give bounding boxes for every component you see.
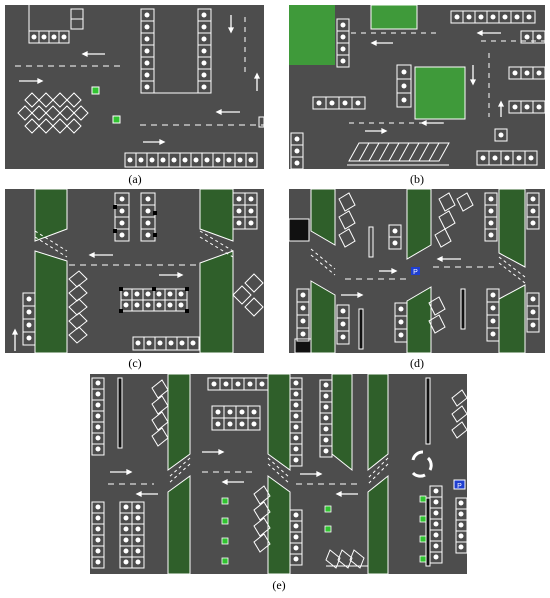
median-bar bbox=[368, 226, 374, 258]
parking-row bbox=[124, 152, 258, 168]
roundabout-icon bbox=[411, 450, 433, 478]
panel-a-map bbox=[15, 5, 264, 168]
median-bar bbox=[358, 308, 364, 350]
angled-parking-column bbox=[338, 192, 474, 334]
caption-a: (a) bbox=[128, 172, 142, 186]
grass-strip bbox=[367, 474, 389, 574]
crosswalk-stripes bbox=[310, 248, 526, 284]
grass-strip bbox=[331, 374, 353, 472]
grass-strip bbox=[498, 189, 526, 268]
grass-strip bbox=[310, 280, 336, 353]
median-bar bbox=[117, 377, 123, 449]
grass-strip bbox=[267, 374, 291, 471]
parking-column bbox=[22, 292, 36, 346]
parking-sign-label: P bbox=[413, 269, 418, 276]
diamond-parking-cluster bbox=[17, 92, 89, 134]
panel-c-map bbox=[11, 189, 264, 353]
parking-row bbox=[312, 96, 366, 110]
median-bar bbox=[425, 497, 431, 567]
panel-e: P bbox=[90, 374, 467, 574]
lawn-area bbox=[414, 66, 466, 120]
caption-d: (d) bbox=[410, 356, 424, 370]
parking-row bbox=[520, 30, 545, 44]
parking-row bbox=[28, 30, 70, 44]
crosswalk-stripes bbox=[167, 457, 389, 485]
parking-row bbox=[207, 377, 269, 431]
parking-sign-label: P bbox=[457, 483, 462, 490]
grass-strip bbox=[167, 475, 191, 574]
panel-e-map: P bbox=[91, 374, 467, 574]
panel-d: P bbox=[289, 189, 545, 353]
angled-parking-column bbox=[68, 270, 264, 344]
parking-column bbox=[296, 192, 540, 345]
grass-strip bbox=[267, 475, 291, 574]
caption-e: (e) bbox=[272, 578, 286, 592]
caption-b: (b) bbox=[410, 172, 424, 186]
lawn-area bbox=[289, 5, 335, 65]
crosswalk-stripes bbox=[34, 230, 234, 258]
parking-sign-icon bbox=[453, 479, 466, 490]
parking-column bbox=[91, 377, 467, 569]
panel-a bbox=[5, 5, 264, 169]
panel-c bbox=[5, 189, 264, 353]
grass-strip bbox=[498, 284, 526, 353]
parking-sign-icon bbox=[411, 267, 420, 275]
parking-row bbox=[508, 66, 545, 114]
building-block bbox=[294, 338, 312, 353]
parking-row bbox=[450, 10, 536, 24]
parking-column bbox=[336, 18, 350, 68]
grass-strip bbox=[34, 250, 68, 353]
panel-b-map bbox=[289, 5, 545, 169]
panel-d-map: P bbox=[289, 189, 540, 353]
parking-column bbox=[140, 8, 155, 94]
grass-strip bbox=[34, 189, 68, 242]
parking-column bbox=[197, 8, 212, 94]
panel-b bbox=[289, 5, 545, 169]
grass-strip bbox=[167, 374, 191, 471]
grass-strip bbox=[199, 250, 234, 353]
grass-strip bbox=[406, 286, 432, 353]
grass-strip bbox=[367, 374, 389, 472]
parking-column bbox=[396, 64, 412, 108]
parking-column bbox=[232, 192, 258, 230]
median-bar bbox=[460, 288, 466, 330]
parking-column bbox=[290, 132, 304, 169]
parking-row bbox=[70, 8, 84, 30]
parking-row bbox=[132, 336, 200, 351]
green-marker bbox=[221, 495, 427, 565]
grass-strip bbox=[310, 189, 336, 246]
grass-strip bbox=[199, 189, 234, 242]
parking-row bbox=[120, 288, 188, 312]
lot-boundary bbox=[28, 5, 67, 32]
angled-parking-column bbox=[151, 379, 467, 569]
angled-parking-row bbox=[347, 142, 450, 166]
green-marker bbox=[91, 86, 121, 124]
lot-boundary bbox=[326, 524, 369, 567]
grass-strip bbox=[406, 189, 432, 260]
lawn-area bbox=[370, 5, 418, 30]
parking-row bbox=[476, 150, 538, 166]
building-block bbox=[289, 218, 310, 242]
median-bar bbox=[425, 377, 431, 445]
caption-c: (c) bbox=[128, 356, 142, 370]
